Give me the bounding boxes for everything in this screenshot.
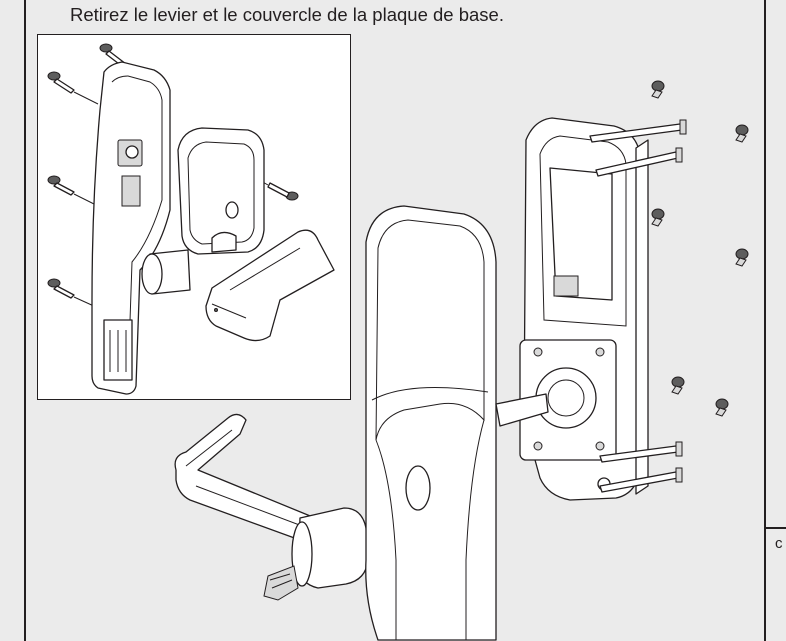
page-frame-left xyxy=(24,0,26,641)
inset-lever xyxy=(141,229,335,342)
margin-rule xyxy=(764,527,786,529)
bolt-bottom xyxy=(599,467,683,493)
screw-b xyxy=(735,124,749,143)
main-lever xyxy=(174,413,374,601)
screw-c xyxy=(651,208,665,227)
bolt-second xyxy=(595,147,683,177)
screw-e xyxy=(671,376,685,395)
main-mounting-bolts xyxy=(589,119,687,493)
inset-screw-lower xyxy=(47,278,97,308)
inset-screw-middle xyxy=(47,175,97,206)
inset-cover xyxy=(177,127,265,255)
screw-d xyxy=(735,248,749,267)
inset-screw-upper xyxy=(47,71,99,105)
main-loose-screws xyxy=(651,80,749,417)
inset-screw-cover xyxy=(251,175,299,201)
instruction-text: Retirez le levier et le couvercle de la … xyxy=(70,4,504,25)
page-frame-right xyxy=(764,0,766,641)
bolt-upper xyxy=(589,119,687,143)
screw-a xyxy=(651,80,665,99)
screw-f xyxy=(715,398,729,417)
bolt-lower xyxy=(599,441,683,463)
main-base-plate xyxy=(495,117,649,501)
inset-base-plate xyxy=(91,61,171,395)
main-escutcheon xyxy=(365,205,497,641)
margin-letter: c xyxy=(775,535,783,552)
